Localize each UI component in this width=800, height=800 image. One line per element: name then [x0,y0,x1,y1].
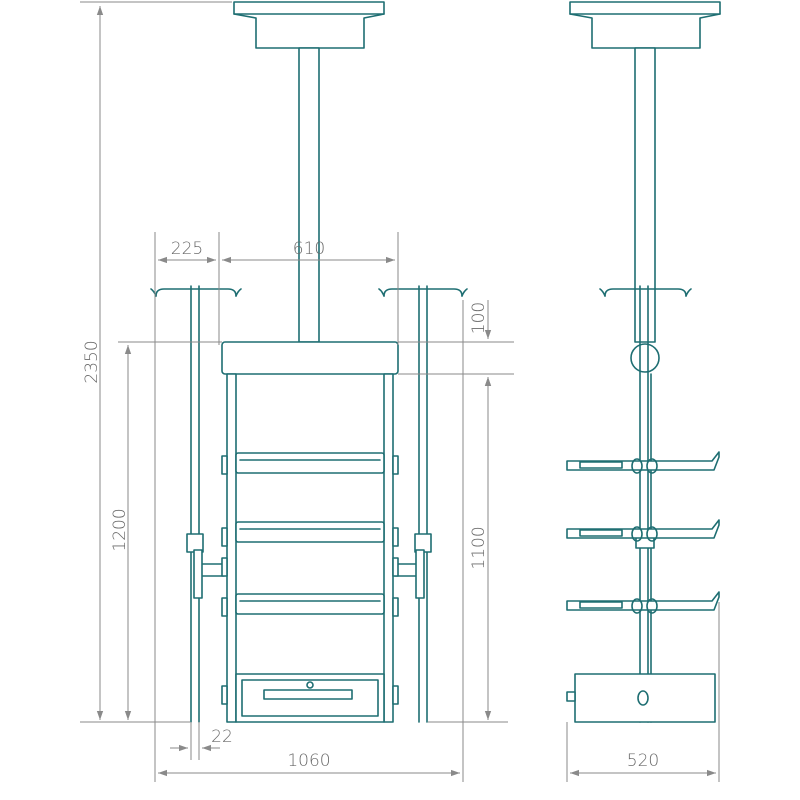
side-shelf-3 [566,591,720,614]
frame-rails [221,373,399,723]
dimension-lines [80,1,720,782]
dim-working-height: 1200 [110,508,130,551]
side-shelf-2 [566,519,720,542]
side-drawer [566,673,716,723]
side-shelf-1 [566,451,720,474]
dim-top-gap: 100 [469,302,489,334]
shelf-1 [235,452,385,474]
side-ceiling-mount [569,1,721,49]
side-column [634,47,656,343]
side-pole [599,285,692,723]
front-view [150,1,468,723]
dim-pole-offset: 225 [171,239,203,259]
ceiling-column [298,47,320,343]
shelf-2 [235,521,385,543]
dim-total-height: 2350 [82,340,102,383]
dim-depth: 520 [627,751,659,771]
shelf-3 [235,593,385,615]
dim-overall-width: 1060 [287,751,330,771]
dim-center-width: 610 [293,239,325,259]
dim-pole-diameter: 22 [211,727,233,747]
dim-shelf-zone-height: 1100 [469,526,489,569]
right-iv-pole [378,285,468,723]
ceiling-mount [233,1,385,49]
side-view [566,1,721,723]
head-unit [221,341,399,375]
drawer [235,673,385,723]
